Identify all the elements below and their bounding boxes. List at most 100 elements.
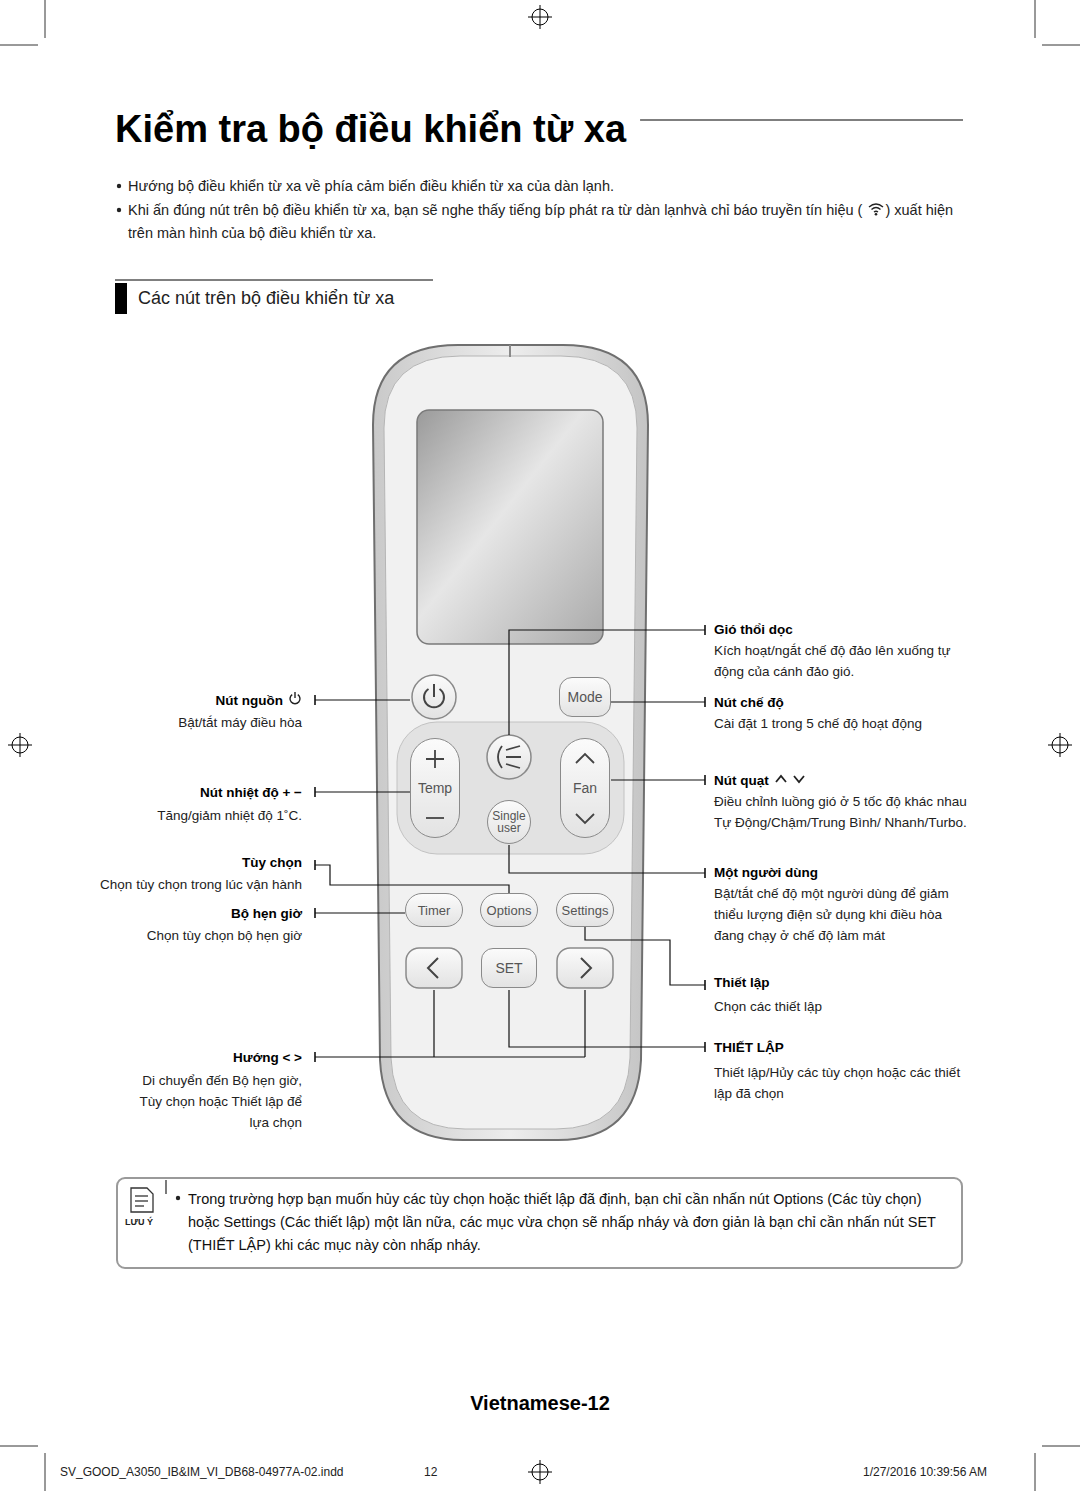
callout-heading: Một người dùng — [714, 865, 818, 880]
callout-heading: Nút nguồn — [216, 693, 283, 708]
drawing-part — [867, 202, 885, 216]
drawing-part — [585, 927, 705, 985]
drawing-part — [869, 204, 883, 212]
drawing-part — [704, 775, 706, 785]
drawing-part — [611, 779, 705, 780]
drawing-part — [704, 625, 706, 635]
single-user-button: Single user — [487, 800, 531, 844]
drawing-part — [1035, 1453, 1036, 1491]
drawing-part — [314, 908, 316, 918]
timer-button: Timer — [405, 893, 463, 927]
footer-text: SV_GOOD_A3050_IB&IM_VI_DB68-04977A-02.in… — [60, 1464, 400, 1480]
callout-description: Tăng/giảm nhiệt độ 1˚C. — [95, 805, 302, 826]
button-label: Temp — [413, 780, 457, 796]
drawing-part — [373, 345, 648, 1140]
drawing-part — [384, 356, 637, 1129]
drawing-part — [611, 701, 705, 702]
drawing-part — [576, 754, 594, 763]
drawing-part — [498, 746, 502, 768]
callout-description: Cài đặt 1 trong 5 chế độ hoạt động — [714, 713, 972, 734]
drawing-part — [412, 675, 456, 719]
callout-heading: Gió thổi dọc — [714, 622, 793, 637]
callout-heading: Hướng < > — [95, 1047, 302, 1068]
button-label: Fan — [563, 780, 607, 796]
bullet-dots — [117, 184, 180, 1200]
settings-button: Settings — [556, 893, 614, 927]
drawing-part — [135, 1205, 144, 1206]
callout-description: Di chuyển đến Bộ hẹn giờ, Tùy chọn hoặc … — [139, 1073, 302, 1130]
remote-control — [373, 345, 648, 1140]
callout-description: Bật/tắt chế độ một người dùng để giảm th… — [714, 883, 972, 946]
instruction-text: Khi ấn đúng nút trên bộ điều khiển từ xa… — [128, 202, 862, 218]
registration-marks — [8, 5, 1072, 1484]
drawing-part — [506, 746, 521, 768]
page-title: Kiểm tra bộ điều khiển từ xa — [115, 108, 626, 151]
drawing-part — [540, 1460, 541, 1484]
callout-heading: Tùy chọn — [242, 855, 302, 870]
section-heading: Các nút trên bộ điều khiển từ xa — [138, 288, 394, 308]
drawing-part — [509, 630, 705, 735]
footer-text: 1/27/2016 10:39:56 AM — [863, 1464, 1033, 1480]
callout-description: Chọn các thiết lập — [714, 999, 822, 1014]
drawing-part — [776, 776, 786, 782]
inline-icon — [867, 200, 885, 222]
button-label: Settings — [559, 903, 611, 918]
instruction-text: Khi ấn đúng nút trên bộ điều khiển từ xa… — [128, 199, 978, 244]
callout-heading: Nút chế độ — [714, 695, 784, 710]
callout-heading: Tùy chọn — [95, 852, 302, 873]
footer-text: 12 — [424, 1464, 454, 1480]
callout-heading: Nút nguồn — [95, 690, 302, 712]
callout-heading: THIẾT LẬP — [714, 1037, 972, 1058]
section-heading: Các nút trên bộ điều khiển từ xa — [138, 286, 538, 310]
callout-heading: Nút quạt — [714, 773, 769, 788]
drawing-part — [426, 750, 444, 768]
button-label: Options — [483, 903, 535, 918]
drawing-part — [314, 860, 316, 870]
section-marker — [115, 280, 433, 314]
callout-heading: Thiết lập — [714, 975, 770, 990]
drawing-part — [315, 1056, 585, 1057]
callout-description: Kích hoạt/ngắt chế độ đảo lên xuống tự đ… — [714, 640, 972, 682]
drawing-part — [540, 5, 541, 29]
callout-description: Chọn tùy chọn bộ hẹn giờ — [95, 925, 302, 946]
drawing-part — [117, 184, 121, 188]
callout-heading: Bộ hẹn giờ — [95, 903, 302, 924]
temp-button: Temp — [410, 738, 460, 838]
drawing-part — [704, 980, 706, 990]
callout-heading: Nút quạt — [714, 770, 972, 792]
drawing-part — [115, 283, 127, 314]
leader-lines — [315, 625, 705, 1062]
footer-text: 12 — [424, 1465, 437, 1479]
callout-description: Tăng/giảm nhiệt độ 1˚C. — [157, 808, 302, 823]
drawing-part — [557, 948, 613, 988]
drawing-part — [115, 280, 433, 281]
fan-button: Fan — [560, 738, 610, 838]
options-button: Options — [480, 893, 538, 927]
drawing-part — [315, 865, 509, 893]
button-label: Single user — [490, 810, 528, 834]
drawing-part — [288, 691, 302, 705]
drawing-part — [428, 958, 438, 978]
mode-button: Mode — [559, 677, 611, 717]
callout-heading: THIẾT LẬP — [714, 1040, 784, 1055]
drawing-part — [315, 699, 410, 700]
callout-description: Chọn các thiết lập — [714, 996, 972, 1017]
note-text: Trong trường hợp bạn muốn hủy các tùy ch… — [188, 1188, 952, 1257]
drawing-part — [509, 990, 705, 1047]
callout-description: Điều chỉnh luồng gió ở 5 tốc độ khác nha… — [714, 794, 967, 830]
drawing-part — [176, 1196, 180, 1200]
drawing-part — [315, 791, 410, 792]
drawing-part — [794, 776, 804, 782]
callout-description: Thiết lập/Hủy các tùy chọn hoặc các thiế… — [714, 1062, 972, 1104]
drawing-part — [131, 1188, 153, 1212]
drawing-part — [774, 773, 808, 785]
callout-heading: Bộ hẹn giờ — [231, 906, 302, 921]
drawing-part — [397, 722, 624, 854]
drawing-part — [576, 814, 594, 823]
drawing-part — [0, 1446, 38, 1447]
button-label: Mode — [562, 689, 608, 705]
inline-icon — [774, 770, 808, 791]
set-button: SET — [481, 948, 537, 988]
drawing-part — [704, 1042, 706, 1052]
drawing-part — [426, 817, 444, 819]
